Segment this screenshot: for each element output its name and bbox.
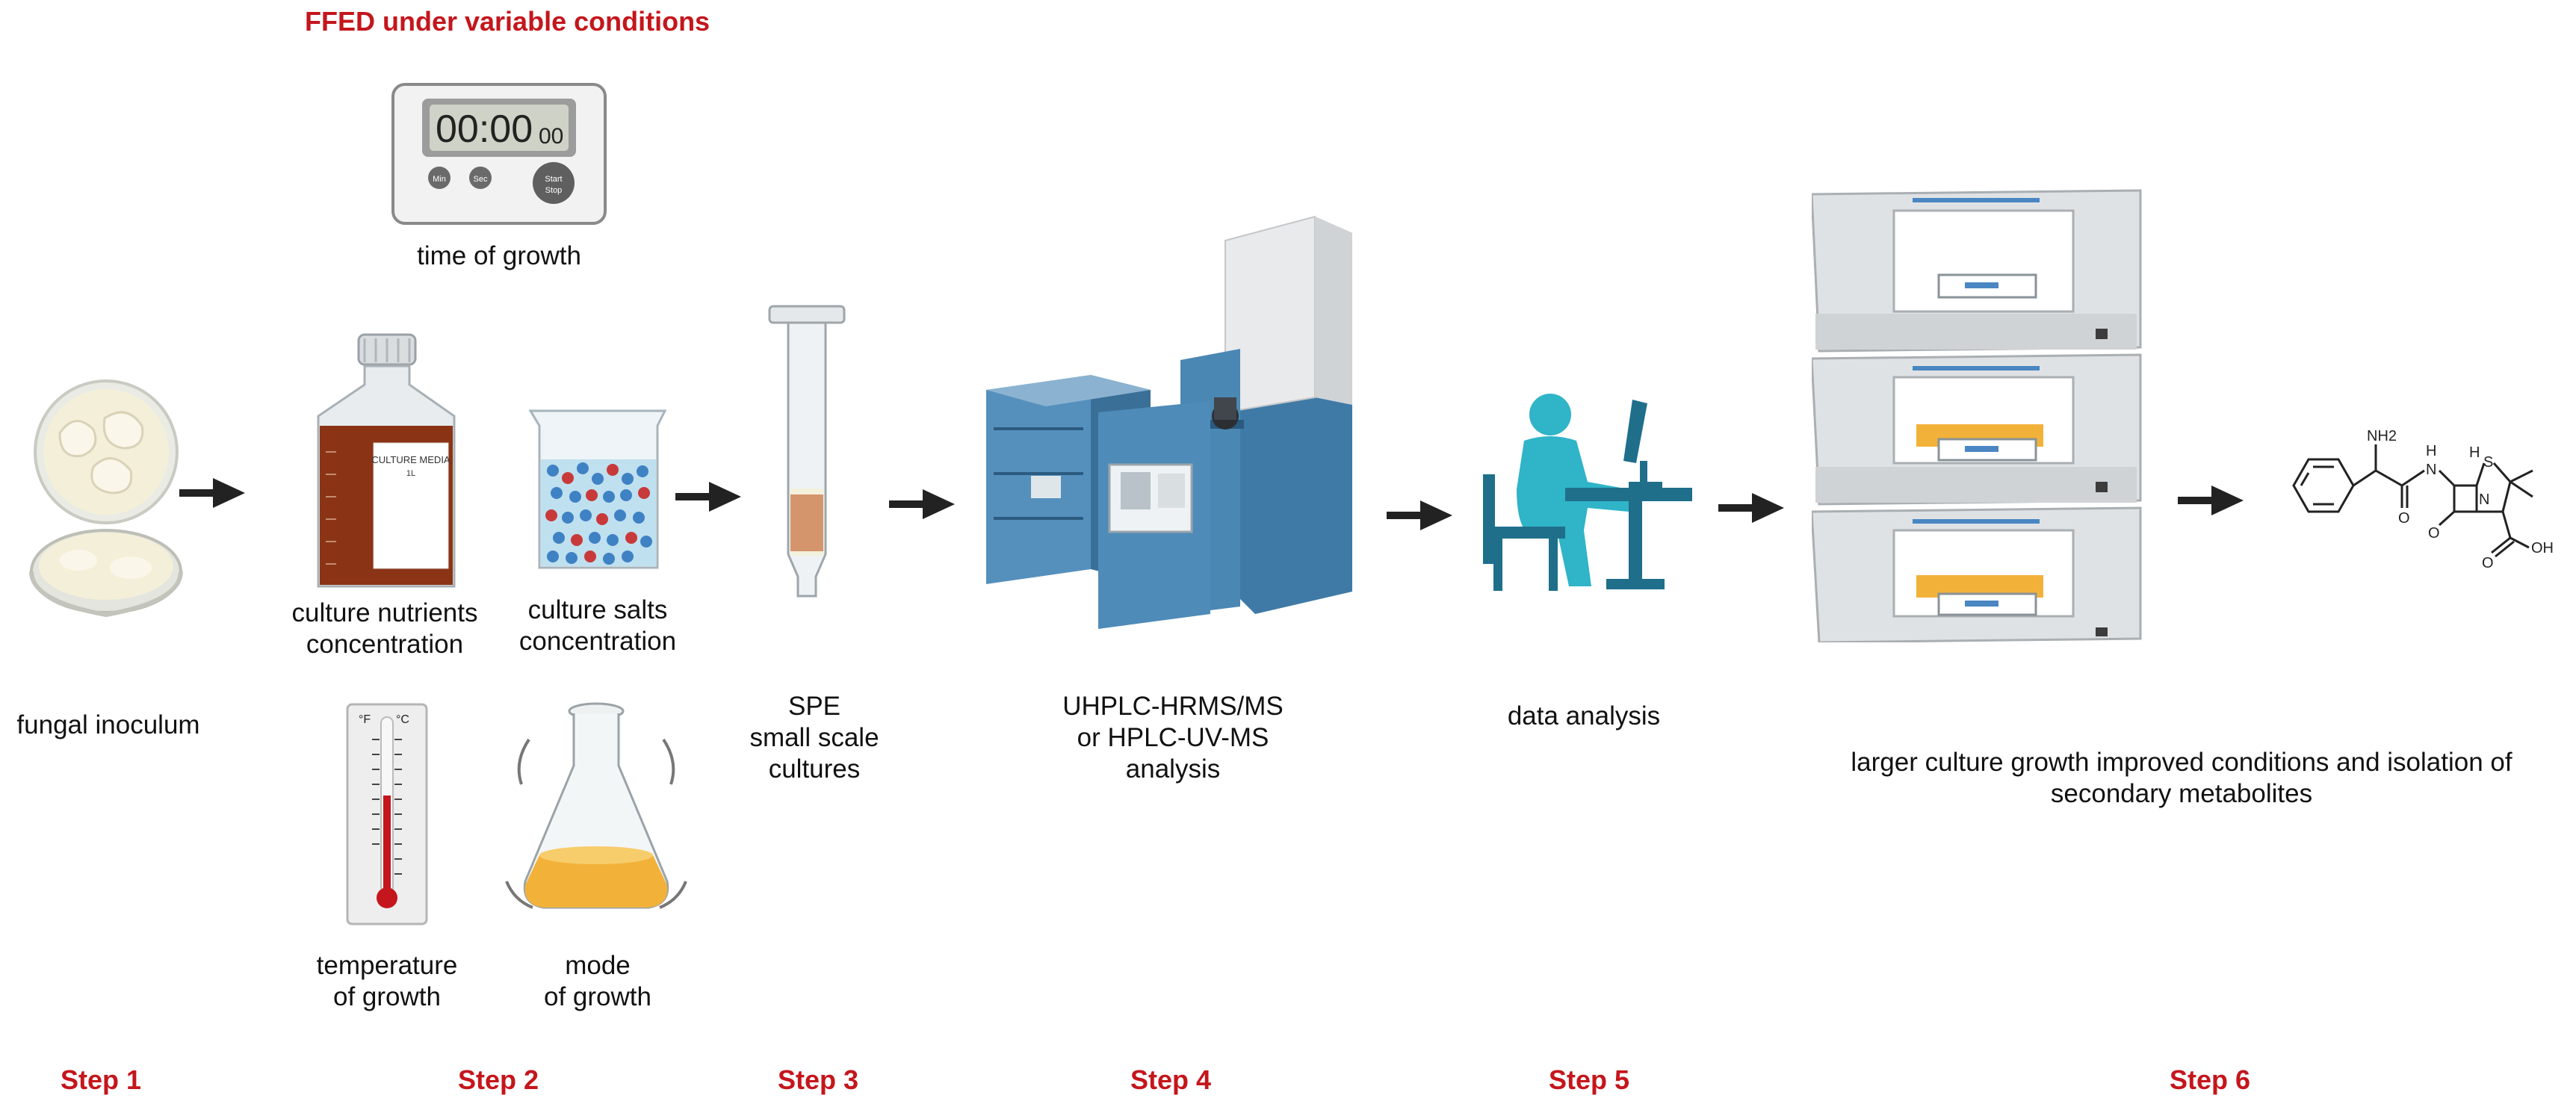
molecule-o2-label: O	[2428, 525, 2440, 542]
timer-start-label: Start	[545, 175, 562, 184]
mode-of-growth-label: mode of growth	[544, 951, 651, 1011]
arrow-icon	[2178, 486, 2244, 515]
molecule-h2-label: H	[2469, 444, 2480, 461]
timer-sec-label: Sec	[474, 175, 488, 184]
lc-ms-instrument-icon	[986, 215, 1352, 629]
molecule-oh-label: OH	[2531, 540, 2554, 556]
arrow-icon	[889, 489, 955, 519]
arrow-icon	[675, 482, 741, 512]
bottle-label-line2: 1L	[406, 469, 415, 478]
thermometer-icon: °F °C	[346, 703, 428, 925]
time-of-growth-label: time of growth	[417, 241, 581, 270]
uhplc-label: UHPLC-HRMS/MS or HPLC-UV-MS analysis	[1062, 692, 1284, 784]
larger-culture-label: larger culture growth improved condition…	[1851, 748, 2512, 808]
culture-nutrients-label: culture nutrients concentration	[291, 598, 478, 659]
molecule-n1-label: N	[2426, 462, 2436, 478]
timer-display-small: 00	[539, 124, 563, 149]
spe-label: SPE small scale cultures	[749, 692, 879, 784]
thermometer-unit-f: °F	[359, 713, 371, 726]
petri-dish-icon	[29, 379, 183, 618]
incubator-shaker-icon	[1812, 189, 2142, 642]
shaking-flask-icon	[505, 702, 687, 909]
data-analysis-label: data analysis	[1507, 701, 1661, 731]
fungal-inoculum-label: fungal inoculum	[16, 710, 200, 739]
spe-cartridge-icon	[768, 305, 846, 598]
timer-display: 00:00	[436, 108, 533, 151]
timer-min-label: Min	[433, 175, 446, 184]
arrow-icon	[179, 478, 245, 508]
step-2-label: Step 2	[457, 1064, 539, 1095]
penicillin-structure-icon: NH2 H N H S N O O O OH	[2292, 428, 2554, 571]
molecule-nh2-label: NH2	[2367, 428, 2397, 444]
timer-icon: 00:00 00 Min Sec Start Stop	[391, 83, 607, 225]
arrow-icon	[1387, 500, 1452, 530]
molecule-h1-label: H	[2426, 443, 2436, 459]
culture-salts-label: culture salts concentration	[518, 595, 677, 656]
step-3-label: Step 3	[777, 1064, 859, 1095]
molecule-n2-label: N	[2479, 491, 2489, 508]
person-at-computer-icon	[1483, 394, 1692, 591]
beaker-icon	[528, 409, 667, 569]
diagram-title: FFED under variable conditions	[305, 6, 710, 37]
step-6-label: Step 6	[2169, 1064, 2251, 1095]
temperature-label: temperature of growth	[316, 951, 458, 1011]
step-5-label: Step 5	[1548, 1064, 1630, 1095]
step-1-label: Step 1	[60, 1064, 142, 1095]
molecule-o1-label: O	[2398, 510, 2410, 527]
arrow-icon	[1718, 493, 1784, 523]
culture-bottle-icon: CULTURE MEDIA 1L	[317, 333, 456, 588]
timer-stop-label: Stop	[545, 186, 563, 195]
bottle-label-line1: CULTURE MEDIA	[371, 454, 451, 465]
molecule-o3-label: O	[2482, 555, 2494, 571]
thermometer-unit-c: °C	[396, 713, 409, 726]
molecule-s-label: S	[2483, 454, 2493, 471]
step-4-label: Step 4	[1130, 1064, 1212, 1095]
